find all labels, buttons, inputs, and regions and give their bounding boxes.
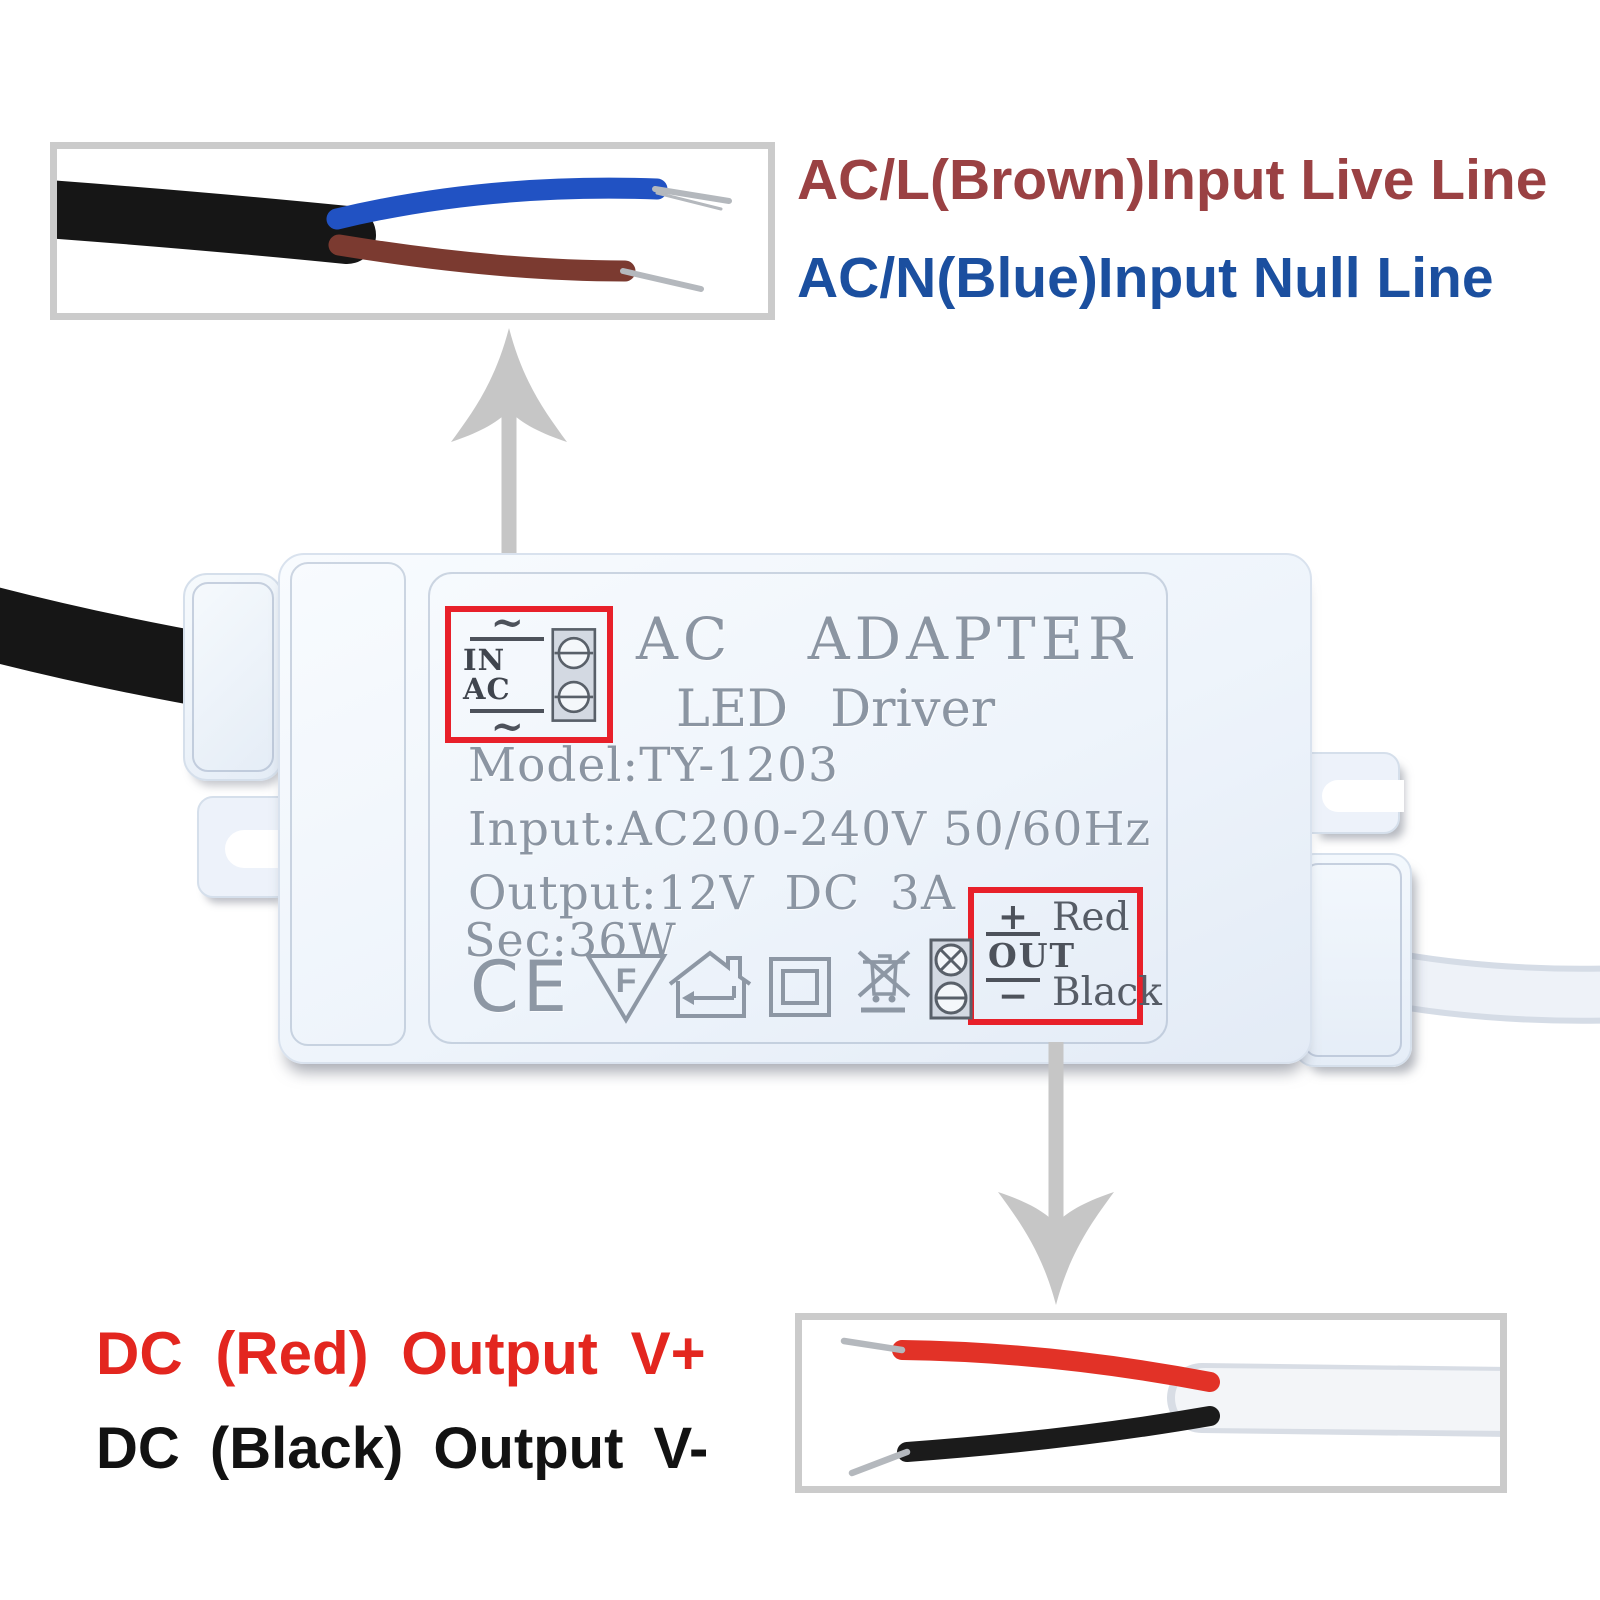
model-line: Model:TY-1203 — [468, 738, 839, 793]
ac-null-line-label: AC/N(Blue)Input Null Line — [797, 246, 1494, 310]
indoor-use-icon — [668, 950, 752, 1018]
ac-tilde-icon: ~ — [490, 598, 524, 646]
minus-terminal-icon: − — [986, 978, 1040, 1014]
label-panel-outline — [428, 572, 1168, 1044]
null-wire-blue — [326, 177, 668, 230]
ac-live-line-label: AC/L(Brown)Input Live Line — [797, 148, 1548, 212]
ce-mark-icon: CE — [470, 946, 572, 1028]
housing-outline — [1304, 863, 1402, 1057]
dc-terminal-block-icon — [929, 938, 973, 1020]
dc-jacket — [1175, 1368, 1500, 1431]
device-subtitle: LED Driver — [676, 680, 996, 739]
dc-minus-output-label: DC (Black) Output V- — [96, 1416, 709, 1481]
device-title: AC ADAPTER — [636, 605, 1137, 673]
plus-terminal-icon: + — [986, 899, 1040, 937]
dc-wires-photo — [795, 1313, 1507, 1493]
minus-wire-tip — [848, 1448, 911, 1477]
dc-output-cable — [1394, 957, 1600, 1018]
cap-outline — [192, 582, 274, 772]
cable-gland-cap — [183, 573, 283, 781]
svg-text:F: F — [616, 962, 637, 1000]
null-wire-tip-strand — [655, 191, 723, 211]
dc-output-polarity-callout: + Red OUT − Black — [968, 887, 1162, 1025]
input-spec-line: Input:AC200-240V 50/60Hz — [468, 802, 1152, 857]
output-cable-housing — [1294, 853, 1412, 1067]
plus-wire-tip — [840, 1337, 906, 1354]
body-left-band-outline — [290, 562, 406, 1046]
in-ac-label: IN AC — [463, 642, 511, 706]
live-wire-brown — [328, 234, 636, 282]
plus-wire-red — [892, 1340, 1220, 1392]
dc-wires-drawing — [840, 1337, 1500, 1477]
plus-wire-label: Red — [1052, 895, 1130, 940]
ac-line-icon — [470, 708, 545, 713]
output-spec-line: Output:12V DC 3A — [468, 866, 956, 921]
ac-symbol-stack: ~ IN AC ~ — [463, 598, 551, 750]
ac-terminal-block-icon — [551, 627, 597, 722]
ac-wires-drawing — [57, 177, 732, 292]
ac-tilde-icon: ~ — [490, 702, 524, 750]
mounting-slot-right — [1322, 780, 1404, 812]
ac-wires-photo — [50, 142, 775, 320]
ac-input-terminal-callout: ~ IN AC ~ — [445, 598, 613, 750]
plus-row: + Red — [986, 895, 1130, 940]
minus-wire-label: Black — [1052, 969, 1162, 1015]
f-transformer-icon: F — [584, 954, 668, 1024]
weee-bin-icon — [857, 950, 911, 1013]
minus-row: − Black — [986, 973, 1162, 1014]
dc-plus-output-label: DC (Red) Output V+ — [96, 1320, 706, 1387]
minus-wire-black — [897, 1406, 1220, 1462]
live-wire-tip — [620, 268, 704, 292]
ac-jacket — [57, 180, 376, 264]
null-wire-tip — [652, 186, 732, 204]
out-label: OUT — [988, 935, 1077, 975]
class2-insulation-icon — [769, 957, 831, 1017]
ac-line-icon — [470, 636, 545, 641]
